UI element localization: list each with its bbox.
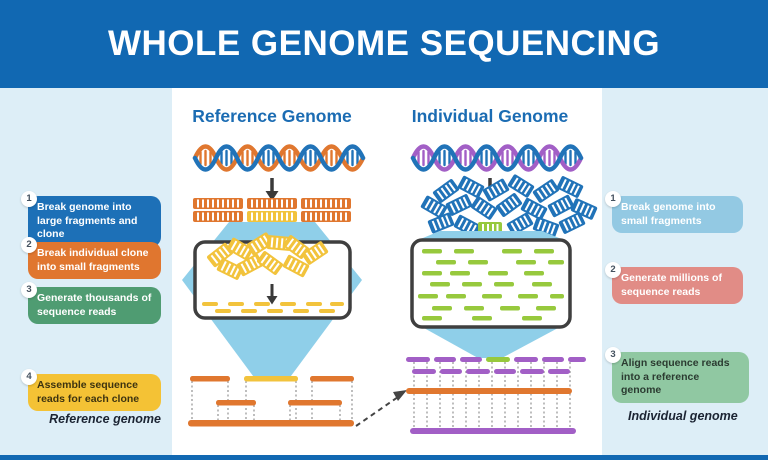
step-number-badge: 1	[21, 191, 37, 207]
reference-assembly	[188, 376, 354, 427]
step-text: Break genome into small fragments	[621, 201, 716, 227]
genome-diagram: Reference Genome Individual Genome	[182, 106, 599, 434]
individual-genome-title: Individual Genome	[412, 106, 569, 126]
individual-alignment	[406, 357, 586, 434]
step-text: Break genome into large fragments and cl…	[37, 201, 138, 241]
header-banner: WHOLE GENOME SEQUENCING	[0, 0, 768, 88]
reference-genome-title: Reference Genome	[192, 106, 352, 126]
individual-sequence-reads	[418, 249, 564, 321]
step-number-badge: 2	[21, 237, 37, 253]
step-number-badge: 2	[605, 262, 621, 278]
reference-dna-helix-icon	[192, 144, 366, 172]
individual-dna-helix-icon	[410, 144, 584, 172]
step-text: Generate thousands of sequence reads	[37, 292, 152, 318]
ind-step-2: 2 Generate millions of sequence reads	[605, 262, 743, 305]
step-number-badge: 4	[21, 369, 37, 385]
reference-sequence-reads	[202, 302, 344, 313]
footer-strip	[0, 455, 768, 460]
reference-to-individual-arrow	[355, 390, 407, 427]
step-number-badge: 1	[605, 191, 621, 207]
step-text: Assemble sequence reads for each clone	[37, 379, 140, 405]
page-title: WHOLE GENOME SEQUENCING	[107, 24, 661, 63]
down-arrow-icon	[265, 178, 279, 201]
ind-step-1: 1 Break genome into small fragments	[605, 191, 743, 234]
reference-genome-caption: Reference genome	[49, 412, 161, 426]
individual-funnel-top	[418, 231, 564, 240]
down-arrow-icon	[266, 284, 278, 305]
individual-small-fragments	[419, 172, 599, 239]
ref-step-4: 4 Assemble sequence reads for each clone	[21, 369, 161, 412]
step-number-badge: 3	[21, 282, 37, 298]
step-text: Align sequence reads into a reference ge…	[621, 357, 730, 397]
step-text: Generate millions of sequence reads	[621, 272, 722, 298]
step-number-badge: 3	[605, 347, 621, 363]
step-text: Break individual clone into small fragme…	[37, 247, 149, 273]
reference-large-fragments	[192, 197, 352, 223]
ref-step-2: 2 Break individual clone into small frag…	[21, 237, 161, 280]
individual-funnel-bottom	[424, 328, 558, 358]
ind-step-3: 3 Align sequence reads into a reference …	[605, 347, 749, 403]
individual-genome-caption: Individual genome	[628, 409, 738, 423]
ref-step-3: 3 Generate thousands of sequence reads	[21, 282, 161, 325]
ref-step-1: 1 Break genome into large fragments and …	[21, 191, 161, 247]
